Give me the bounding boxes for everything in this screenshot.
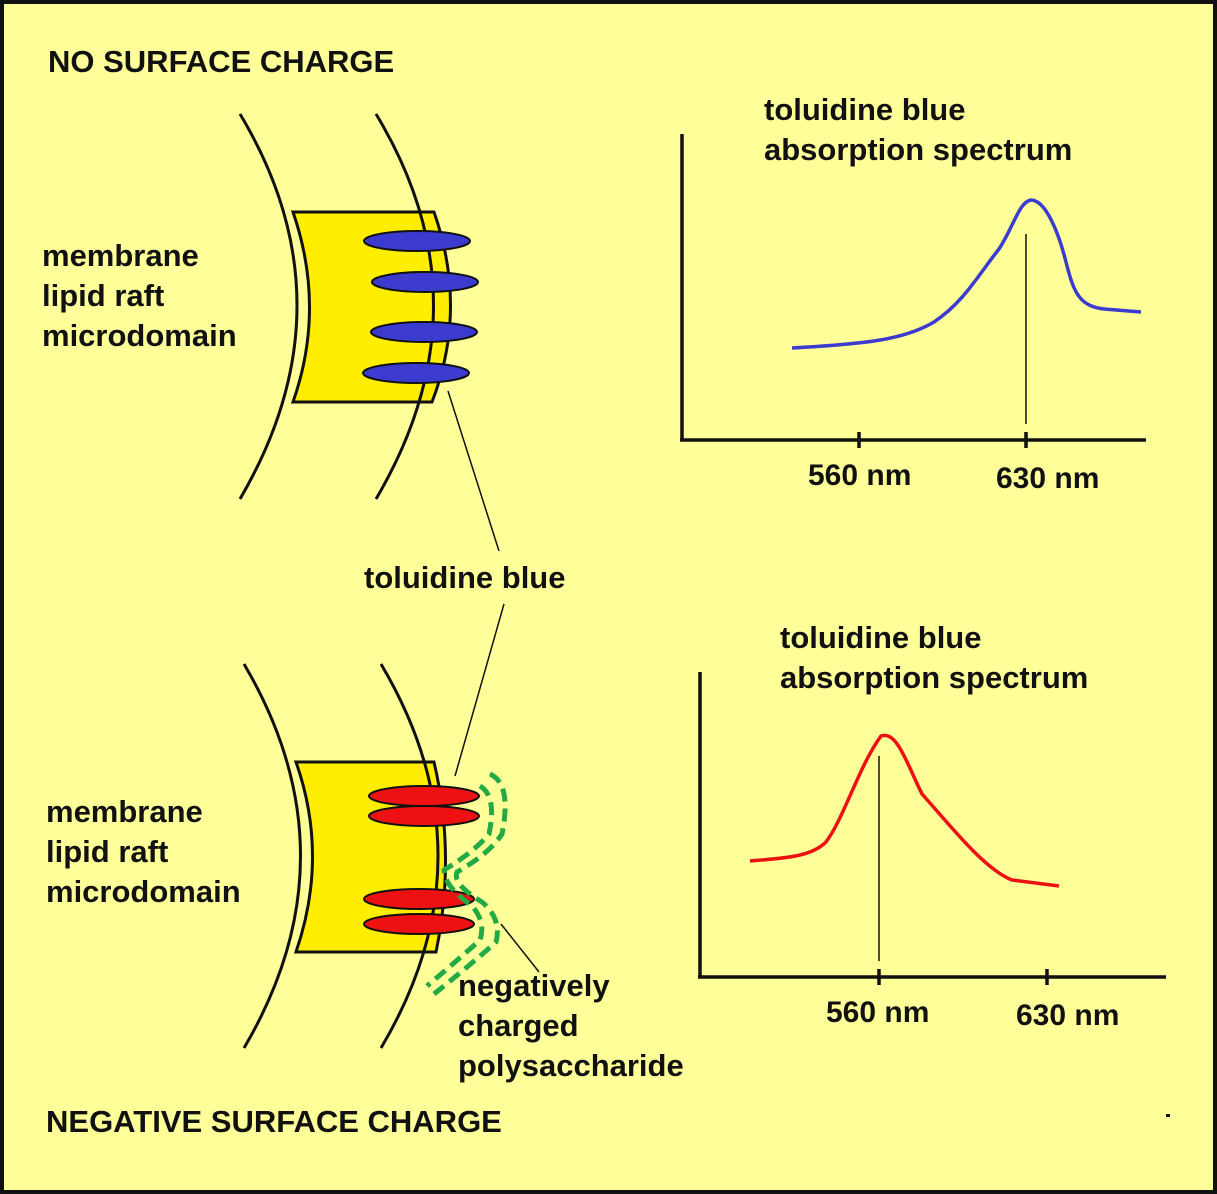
membrane-label-bottom-line: membrane bbox=[46, 794, 203, 829]
membrane-bottom-inner-curve bbox=[379, 663, 440, 1049]
dye-molecule-red bbox=[363, 913, 475, 935]
chart2-title: toluidine blue absorption spectrum bbox=[780, 618, 1088, 698]
membrane-top bbox=[238, 113, 479, 500]
membrane-label-bottom-line: microdomain bbox=[46, 874, 241, 909]
membrane-bottom-outer-curve bbox=[242, 663, 302, 1049]
polysaccharide-chain bbox=[425, 771, 508, 996]
chart1-tick-label: 630 nm bbox=[996, 462, 1100, 495]
chart1-title: toluidine blue absorption spectrum bbox=[764, 90, 1072, 170]
membrane-label-top: membrane lipid raft microdomain bbox=[42, 236, 237, 356]
polysaccharide-label-line: polysaccharide bbox=[458, 1048, 684, 1083]
chart2-tick-label: 560 nm bbox=[826, 996, 930, 1029]
polysaccharide-label-line: negatively bbox=[458, 968, 610, 1003]
polysaccharide-strand-inner bbox=[425, 783, 494, 988]
stray-dot bbox=[1166, 1114, 1170, 1117]
dye-molecule-blue bbox=[362, 362, 470, 384]
chart2-title-line: absorption spectrum bbox=[780, 660, 1089, 695]
spectrum-chart-red bbox=[698, 672, 1166, 985]
chart1-title-line: absorption spectrum bbox=[764, 132, 1073, 167]
dye-molecule-blue bbox=[370, 321, 478, 343]
dye-molecule-blue bbox=[363, 230, 471, 252]
chart1-tick-label: 560 nm bbox=[808, 459, 912, 492]
chart-absorption-curve bbox=[749, 733, 1060, 888]
membrane-label-top-line: membrane bbox=[42, 238, 199, 273]
membrane-top-inner-curve bbox=[374, 113, 435, 500]
dye-label: toluidine blue bbox=[364, 560, 566, 595]
polysaccharide-label-line: charged bbox=[458, 1008, 579, 1043]
polysaccharide-label: negatively charged polysaccharide bbox=[458, 966, 684, 1086]
heading-no-surface-charge: NO SURFACE CHARGE bbox=[48, 44, 395, 79]
dye-molecule-red bbox=[368, 805, 480, 827]
dye-molecule-red bbox=[363, 888, 475, 910]
membrane-bottom bbox=[242, 663, 480, 1049]
polysaccharide-strand-outer bbox=[432, 771, 508, 996]
raft-top bbox=[290, 210, 452, 404]
diagram-artwork bbox=[238, 113, 1170, 1117]
polysaccharide-pointer-line bbox=[500, 923, 540, 973]
spectrum-chart-blue bbox=[680, 134, 1146, 448]
membrane-label-bottom-line: lipid raft bbox=[46, 834, 169, 869]
chart-absorption-curve bbox=[791, 198, 1142, 350]
dye-molecule-red bbox=[368, 785, 480, 807]
heading-negative-surface-charge: NEGATIVE SURFACE CHARGE bbox=[46, 1104, 502, 1139]
dye-pointer-line-bottom bbox=[454, 603, 505, 777]
membrane-top-outer-curve bbox=[238, 113, 299, 500]
chart2-tick-label: 630 nm bbox=[1016, 999, 1120, 1032]
dye-pointer-line-top bbox=[447, 390, 500, 552]
dye-molecule-blue bbox=[371, 271, 479, 293]
chart1-title-line: toluidine blue bbox=[764, 92, 966, 127]
chart2-title-line: toluidine blue bbox=[780, 620, 982, 655]
membrane-label-bottom: membrane lipid raft microdomain bbox=[46, 792, 241, 912]
membrane-label-top-line: microdomain bbox=[42, 318, 237, 353]
membrane-label-top-line: lipid raft bbox=[42, 278, 165, 313]
